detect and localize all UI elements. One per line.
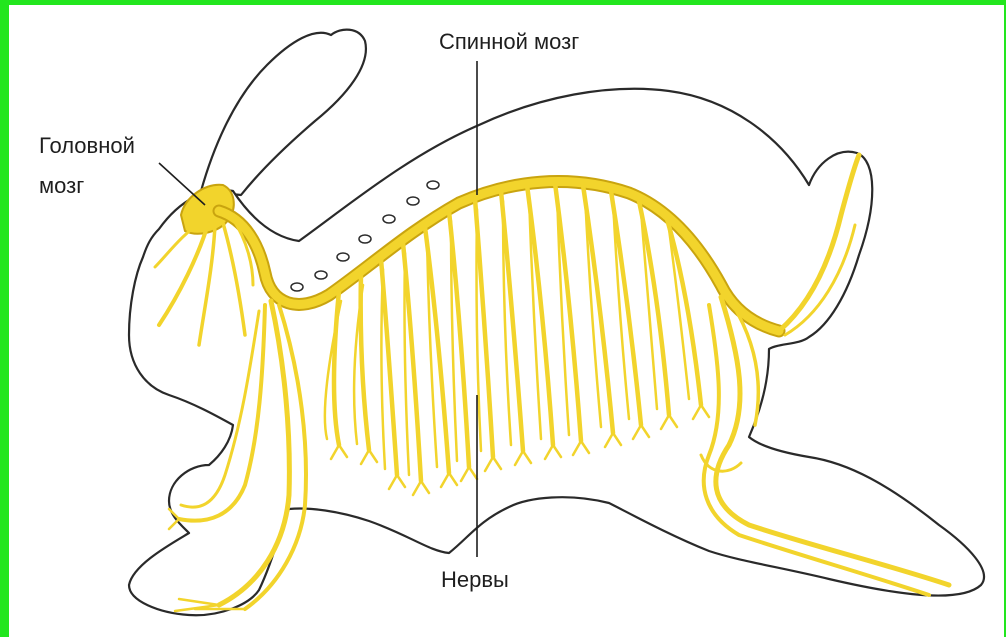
spinal-cord-label: Спинной мозг <box>439 29 579 54</box>
brain-label-line1: Головной <box>39 133 135 158</box>
rabbit-ear <box>201 30 366 195</box>
vertebra-dot <box>359 235 371 243</box>
brain-label-line2: мозг <box>39 173 84 198</box>
vertebra-dot <box>291 283 303 291</box>
vertebra-dot <box>337 253 349 261</box>
vertebra-dot <box>315 271 327 279</box>
brain-leader-line <box>159 163 205 205</box>
vertebra-dot <box>407 197 419 205</box>
rabbit-nervous-system-diagram: Головной мозг Спинной мозг Нервы <box>9 5 1006 637</box>
vertebra-dot <box>427 181 439 189</box>
nerves-label: Нервы <box>441 567 509 592</box>
vertebra-dot <box>383 215 395 223</box>
